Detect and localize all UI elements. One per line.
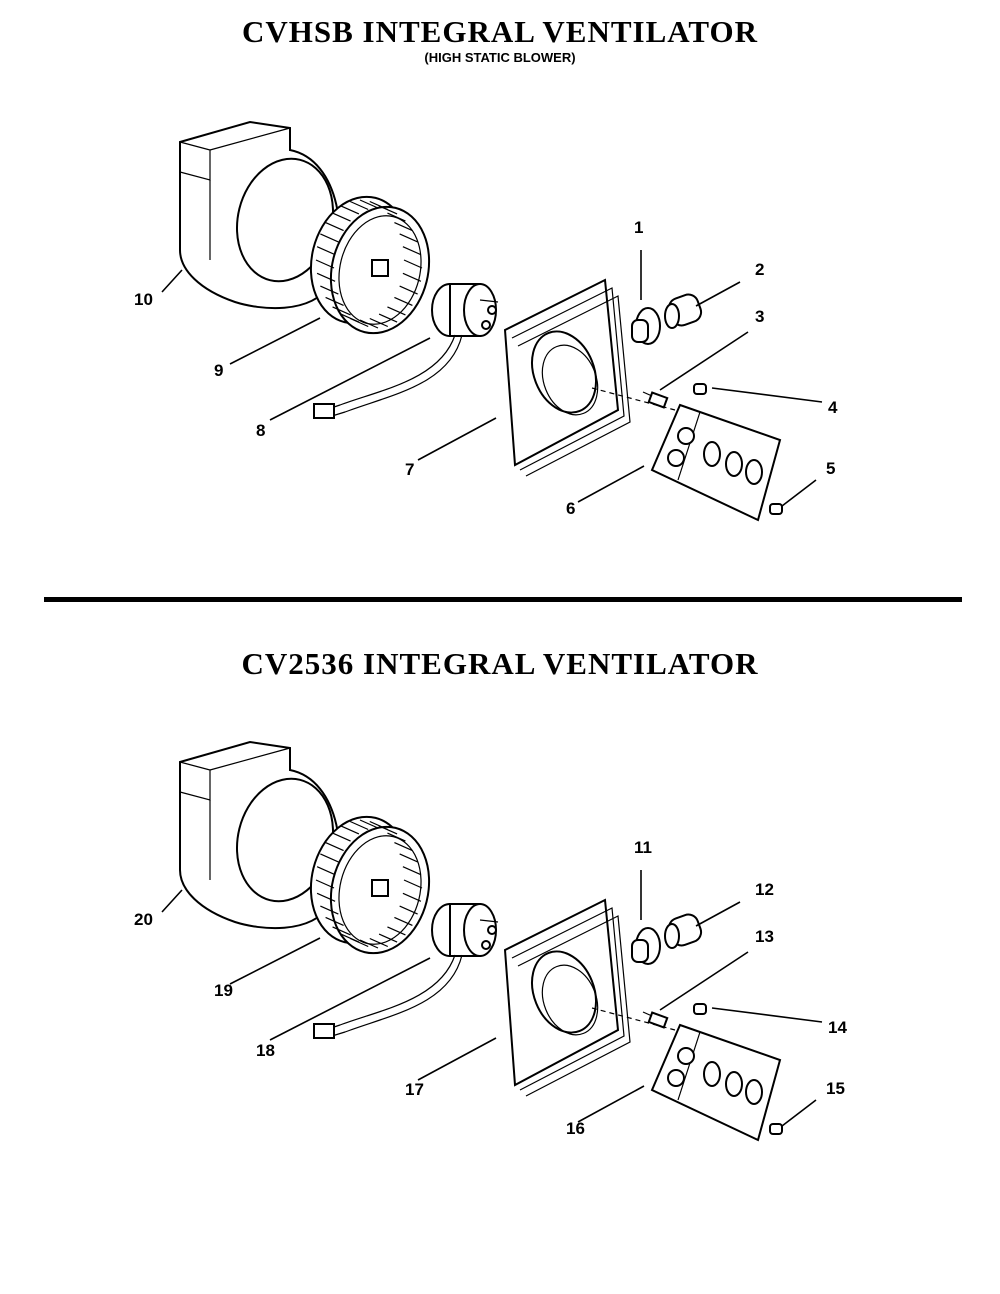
callout-leader xyxy=(269,337,431,421)
callout-leader xyxy=(417,417,497,461)
blower-motor xyxy=(313,903,499,1039)
callout-label-8: 8 xyxy=(256,421,265,440)
mounting-plate xyxy=(503,278,676,477)
callout-label-18: 18 xyxy=(256,1041,275,1060)
callout-label-4: 4 xyxy=(828,398,838,417)
blower-wheel xyxy=(309,195,431,335)
callout-leader xyxy=(659,951,749,1011)
callout-leader xyxy=(711,1007,823,1023)
exploded-view-cvhsb: 1 2 3 4 5 6 7 8 9 10 xyxy=(134,120,838,522)
callout-label-12: 12 xyxy=(755,880,774,899)
nut xyxy=(769,1123,783,1135)
nut xyxy=(693,1003,707,1015)
diagram-title-cvhsb: CVHSB INTEGRAL VENTILATOR xyxy=(242,14,758,49)
diagram-subtitle-high-static-blower: (HIGH STATIC BLOWER) xyxy=(424,50,576,65)
callout-leader xyxy=(695,281,741,307)
callout-label-6: 6 xyxy=(566,499,575,518)
callout-leader xyxy=(161,269,183,293)
control-board xyxy=(650,403,782,522)
mounting-screw xyxy=(642,391,669,409)
exploded-view-cv2536: 11 12 13 14 15 16 17 18 19 20 xyxy=(134,740,847,1142)
control-board xyxy=(650,1023,782,1142)
callout-label-10: 10 xyxy=(134,290,153,309)
blower-wheel xyxy=(309,815,431,955)
callout-label-14: 14 xyxy=(828,1018,847,1037)
callout-label-5: 5 xyxy=(826,459,835,478)
callout-label-13: 13 xyxy=(755,927,774,946)
section-divider xyxy=(44,597,962,602)
callout-label-2: 2 xyxy=(755,260,764,279)
callout-leader xyxy=(781,1099,817,1127)
blower-housing xyxy=(179,120,341,310)
callout-label-9: 9 xyxy=(214,361,223,380)
callout-leader xyxy=(659,331,749,391)
callout-leader xyxy=(229,937,321,985)
callout-leader xyxy=(229,317,321,365)
capacitor-bracket xyxy=(631,927,661,965)
mounting-screw xyxy=(642,1011,669,1029)
callout-label-15: 15 xyxy=(826,1079,845,1098)
mounting-plate xyxy=(503,898,676,1097)
callout-label-11: 11 xyxy=(634,838,652,857)
callout-label-3: 3 xyxy=(755,307,764,326)
callout-label-19: 19 xyxy=(214,981,233,1000)
capacitor-bracket xyxy=(631,307,661,345)
callout-leader xyxy=(577,465,645,503)
blower-housing xyxy=(179,740,341,930)
nut xyxy=(693,383,707,395)
capacitor xyxy=(664,913,703,949)
callout-leader xyxy=(577,1085,645,1123)
callout-leader xyxy=(269,957,431,1041)
blower-motor xyxy=(313,283,499,419)
callout-label-1: 1 xyxy=(634,218,643,237)
callout-leader xyxy=(161,889,183,913)
callout-label-7: 7 xyxy=(405,460,414,479)
callout-leader xyxy=(695,901,741,927)
callout-leader xyxy=(711,387,823,403)
nut xyxy=(769,503,783,515)
callout-label-16: 16 xyxy=(566,1119,585,1138)
callout-leader xyxy=(417,1037,497,1081)
callout-label-17: 17 xyxy=(405,1080,424,1099)
callout-label-20: 20 xyxy=(134,910,153,929)
capacitor xyxy=(664,293,703,329)
diagram-title-cv2536: CV2536 INTEGRAL VENTILATOR xyxy=(241,646,759,681)
callout-leader xyxy=(781,479,817,507)
